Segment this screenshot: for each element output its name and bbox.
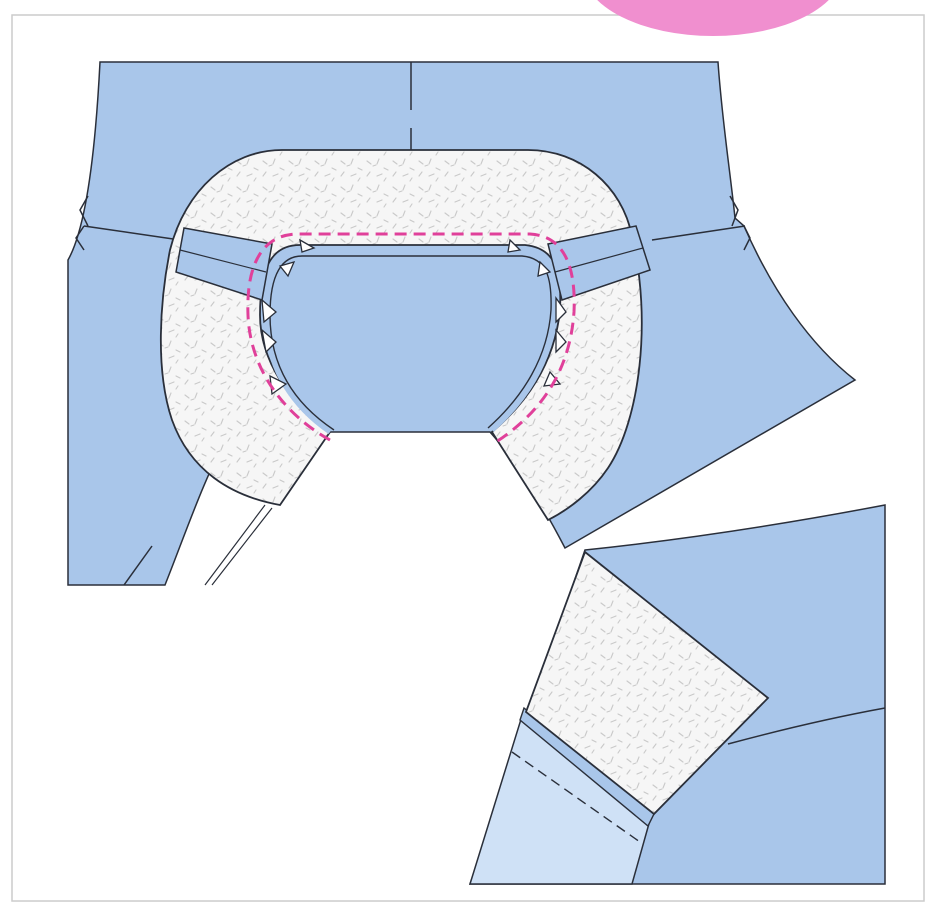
- neckline-facing-main-view: [68, 62, 855, 585]
- facing-detail-inset: [470, 505, 885, 884]
- lower-left-seam: [205, 505, 272, 585]
- pink-badge-icon: [583, 0, 843, 36]
